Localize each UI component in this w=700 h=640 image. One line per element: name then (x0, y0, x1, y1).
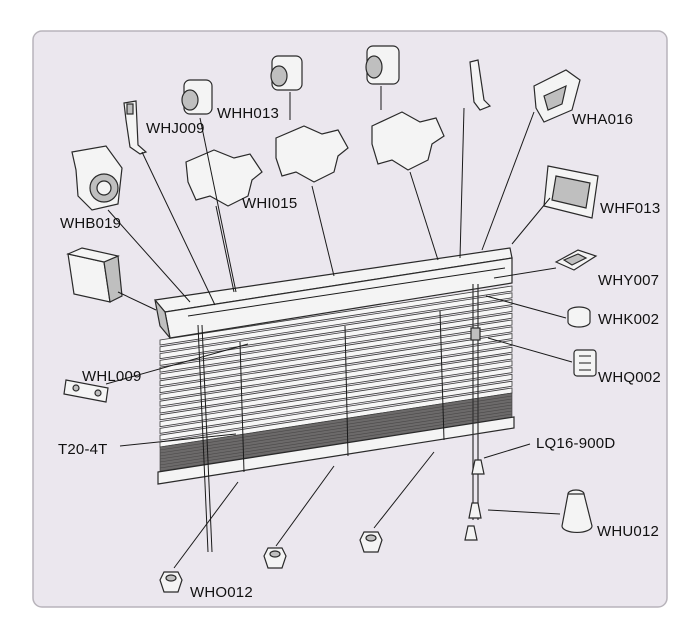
slat (159, 380, 513, 441)
label-t20-4t: T20-4T (58, 441, 108, 458)
ladder-string (344, 325, 349, 457)
label-wha016: WHA016 (572, 111, 633, 128)
slat (159, 292, 513, 353)
slat (159, 353, 513, 414)
bottom-rail-cap-icon (159, 531, 383, 593)
cord-lock-icon (71, 145, 123, 211)
blind-assembly (153, 247, 515, 553)
head-rail-groove (187, 267, 506, 317)
tassel-icon (468, 502, 482, 519)
slat (159, 299, 513, 360)
stacked-slat-line (159, 413, 513, 469)
slat (159, 339, 513, 400)
tilt-wand (197, 324, 209, 553)
leader-lines (105, 86, 573, 569)
bracket-icon (185, 111, 445, 207)
label-whu012: WHU012 (597, 523, 659, 540)
slat (159, 326, 513, 387)
stacked-slat-line (159, 410, 513, 466)
slat (159, 319, 513, 380)
tassel-icon (561, 489, 593, 533)
label-whk002: WHK002 (598, 311, 659, 328)
bottom-rail (157, 416, 515, 485)
tassel-icon (464, 525, 478, 541)
stacked-slat-line (159, 395, 513, 451)
slat (159, 305, 513, 366)
stacked-slat-line (159, 407, 513, 463)
slat (159, 285, 513, 346)
slat (159, 312, 513, 373)
slat (159, 346, 513, 407)
valance-clip-icon (573, 349, 597, 377)
slat (159, 367, 513, 428)
hold-down-bracket-icon (63, 379, 109, 403)
box-bracket-icon (543, 165, 599, 219)
slat (159, 373, 513, 434)
head-rail-end (154, 299, 171, 339)
label-whb019: WHB019 (60, 215, 121, 232)
stacked-slat-line (159, 401, 513, 457)
cord-pulley-icon (181, 45, 400, 115)
label-whi015: WHI015 (242, 195, 297, 212)
label-whf013: WHF013 (600, 200, 660, 217)
stacked-slat-line (159, 398, 513, 454)
label-whl009: WHL009 (82, 368, 142, 385)
label-lq16-900d: LQ16-900D (536, 435, 615, 452)
stacked-slat-line (159, 404, 513, 460)
label-why007: WHY007 (598, 272, 659, 289)
tilt-wand-edge (201, 324, 213, 553)
tassel-icon (471, 459, 485, 475)
label-whh013: WHH013 (217, 105, 279, 122)
part-labels: WHJ009 WHH013 WHA016 WHB019 WHI015 WHF01… (58, 105, 661, 601)
plug-icon (567, 306, 591, 328)
slat (159, 333, 513, 394)
label-whj009: WHJ009 (146, 120, 205, 137)
ladder-string (239, 341, 245, 473)
cord-equalizer-icon (470, 327, 481, 341)
label-whq002: WHQ002 (598, 369, 661, 386)
tilter-icon (469, 59, 581, 123)
hold-down-bracket-icon (554, 249, 598, 271)
end-cap-icon (66, 247, 123, 303)
slat (159, 360, 513, 421)
label-who012: WHO012 (190, 584, 253, 601)
ladder-string (439, 310, 445, 441)
slat-stack (159, 285, 513, 448)
